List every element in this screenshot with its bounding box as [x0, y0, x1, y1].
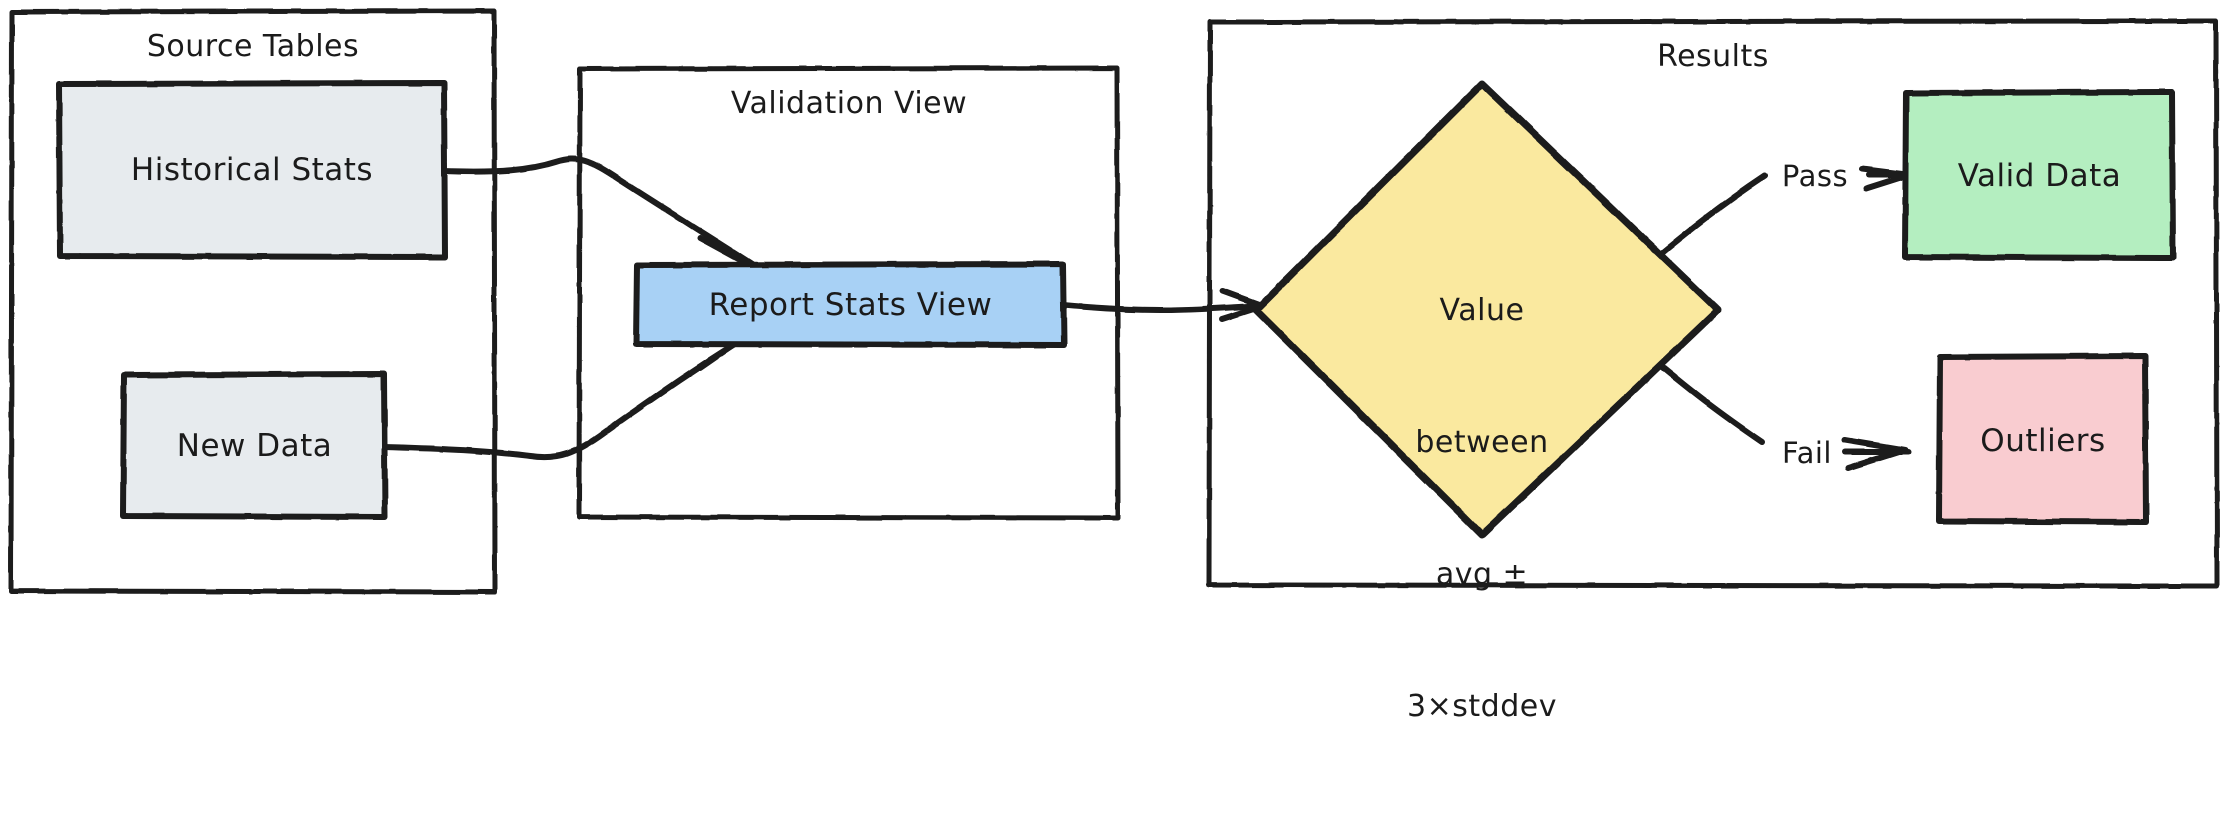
node-value-check[interactable] [1252, 80, 1722, 539]
node-new-data[interactable] [120, 371, 388, 520]
flowchart-canvas: Source Tables Validation View Results Hi… [8, 8, 2220, 724]
diagram-vector-layer [8, 8, 2220, 595]
node-outliers[interactable] [1936, 353, 2149, 525]
value-check-line-4: 3×stddev [1407, 689, 1557, 724]
node-historical-stats[interactable] [56, 80, 448, 260]
node-valid-data[interactable] [1902, 89, 2176, 261]
edge-check-to-outliers [1653, 359, 1911, 471]
node-report-stats-view[interactable] [633, 261, 1067, 348]
